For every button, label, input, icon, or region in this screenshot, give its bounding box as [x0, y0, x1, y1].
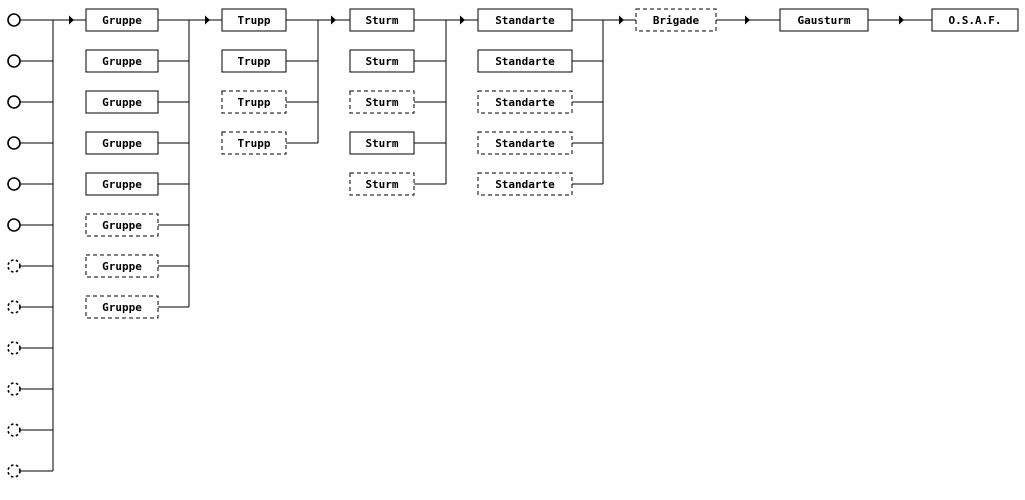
trupp-label: Trupp [237, 55, 270, 68]
connector-lines [20, 19, 932, 472]
standarte-label: Standarte [495, 137, 555, 150]
standarte-label: Standarte [495, 178, 555, 191]
member-circle [7, 136, 21, 150]
standarte-arrow [619, 15, 624, 25]
member-circle [7, 95, 21, 109]
trupp-label: Trupp [237, 137, 270, 150]
gruppe-label: Gruppe [102, 96, 142, 109]
trupp-box [221, 131, 287, 155]
sturm-box [349, 8, 415, 32]
sturm-arrow [460, 15, 465, 25]
standarte-label: Standarte [495, 96, 555, 109]
member-circle [7, 341, 21, 355]
brigade-box [635, 8, 717, 32]
unit-boxes: GruppeGruppeGruppeGruppeGruppeGruppeGrup… [85, 8, 1019, 319]
member-circle [7, 382, 21, 396]
sturm-box [349, 49, 415, 73]
gruppe-label: Gruppe [102, 219, 142, 232]
trupp-label: Trupp [237, 14, 270, 27]
gausturm-label: Gausturm [798, 14, 851, 27]
sturm-box [349, 172, 415, 196]
member-circle [7, 300, 21, 314]
gruppe-box [85, 172, 159, 196]
osaf-label: O.S.A.F. [949, 14, 1002, 27]
member-circle [7, 13, 21, 27]
sturm-label: Sturm [365, 178, 398, 191]
trupp-box [221, 49, 287, 73]
standarte-box [477, 49, 573, 73]
standarte-box [477, 8, 573, 32]
standarte-box [477, 131, 573, 155]
gruppe-label: Gruppe [102, 137, 142, 150]
member-circle [7, 218, 21, 232]
trupp-box [221, 8, 287, 32]
sturm-label: Sturm [365, 55, 398, 68]
gruppe-label: Gruppe [102, 14, 142, 27]
member-circle [7, 259, 21, 273]
gruppe-label: Gruppe [102, 260, 142, 273]
gruppe-arrow [205, 15, 210, 25]
member-circle [7, 464, 21, 478]
gruppe-box [85, 8, 159, 32]
brigade-arrow [745, 15, 750, 25]
gruppe-box [85, 254, 159, 278]
member-circle [7, 177, 21, 191]
sturm-label: Sturm [365, 96, 398, 109]
standarte-label: Standarte [495, 55, 555, 68]
sturm-label: Sturm [365, 137, 398, 150]
gruppe-box [85, 213, 159, 237]
gruppe-box [85, 295, 159, 319]
member-circle [7, 423, 21, 437]
osaf-box [931, 8, 1019, 32]
gausturm-arrow [899, 15, 904, 25]
gruppe-box [85, 49, 159, 73]
brigade-label: Brigade [653, 14, 700, 27]
connector-arrows [69, 15, 904, 25]
gruppe-label: Gruppe [102, 178, 142, 191]
sturm-box [349, 90, 415, 114]
standarte-label: Standarte [495, 14, 555, 27]
member-circle [7, 54, 21, 68]
standarte-box [477, 172, 573, 196]
trupp-label: Trupp [237, 96, 270, 109]
standarte-box [477, 90, 573, 114]
sturm-label: Sturm [365, 14, 398, 27]
gausturm-box [779, 8, 869, 32]
gruppe-box [85, 90, 159, 114]
gruppe-label: Gruppe [102, 301, 142, 314]
member-circles [7, 13, 21, 478]
trupp-arrow [331, 15, 336, 25]
arrow-to-gruppe [69, 15, 74, 25]
gruppe-label: Gruppe [102, 55, 142, 68]
gruppe-box [85, 131, 159, 155]
trupp-box [221, 90, 287, 114]
sturm-box [349, 131, 415, 155]
